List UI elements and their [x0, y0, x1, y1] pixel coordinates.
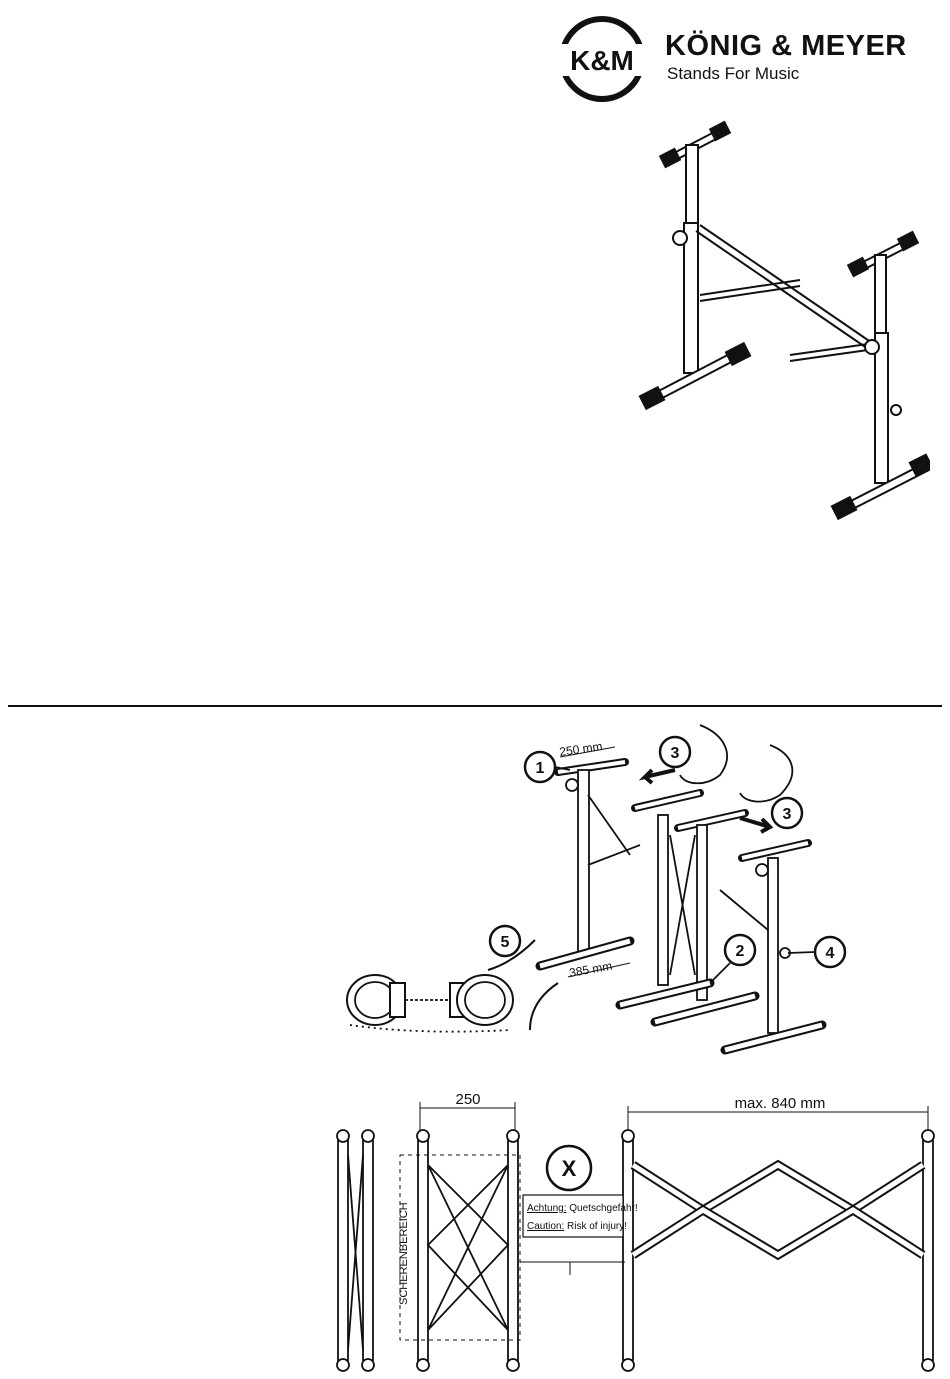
brand-logo: K&M [557, 14, 647, 104]
brand-name: KÖNIG & MEYER [665, 30, 907, 63]
svg-text:X: X [562, 1156, 577, 1181]
brand-slogan: Stands For Music [667, 64, 799, 84]
callout-5: 5 [490, 926, 520, 956]
callout-3-right: 3 [772, 798, 802, 828]
detail-callout-x: X [547, 1146, 591, 1190]
arrow-pull-right [740, 818, 770, 832]
svg-text:1: 1 [536, 760, 545, 777]
svg-text:3: 3 [671, 745, 680, 762]
svg-text:3: 3 [783, 806, 792, 823]
dim-top-width: 250 mm [558, 739, 603, 759]
dim-max-width: max. 840 mm [735, 1095, 826, 1112]
svg-text:5: 5 [501, 934, 510, 951]
logo-text: K&M [570, 45, 634, 76]
frame-closed [400, 1102, 520, 1371]
assembly-illustration: 1 3 3 2 4 5 250 mm 385 mm [330, 715, 850, 1065]
callout-2: 2 [710, 935, 755, 983]
frame-open [622, 1106, 934, 1371]
svg-text:4: 4 [826, 945, 835, 962]
knob-detail [347, 975, 513, 1032]
stand-illustration [630, 115, 930, 525]
dim-base-width: 385 mm [568, 959, 613, 980]
warning-de: Achtung: Quetschgefahr! [527, 1203, 638, 1214]
svg-text:2: 2 [736, 943, 745, 960]
hand-right [740, 745, 792, 802]
zone-label: SCHERENBEREICH [398, 1202, 410, 1305]
arrow-pull-left [645, 770, 675, 783]
warning-en: Caution: Risk of injury! [527, 1221, 627, 1232]
frame-folded [337, 1130, 374, 1371]
callout-4: 4 [788, 937, 845, 967]
stand-left [540, 762, 640, 966]
scissor-diagram: X Achtung: Quetschgefahr! Caution: Risk … [325, 1090, 945, 1375]
stand-middle [620, 793, 755, 1022]
dim-closed-width: 250 [455, 1091, 480, 1108]
section-divider [8, 705, 942, 707]
callout-3-left: 3 [660, 737, 690, 767]
